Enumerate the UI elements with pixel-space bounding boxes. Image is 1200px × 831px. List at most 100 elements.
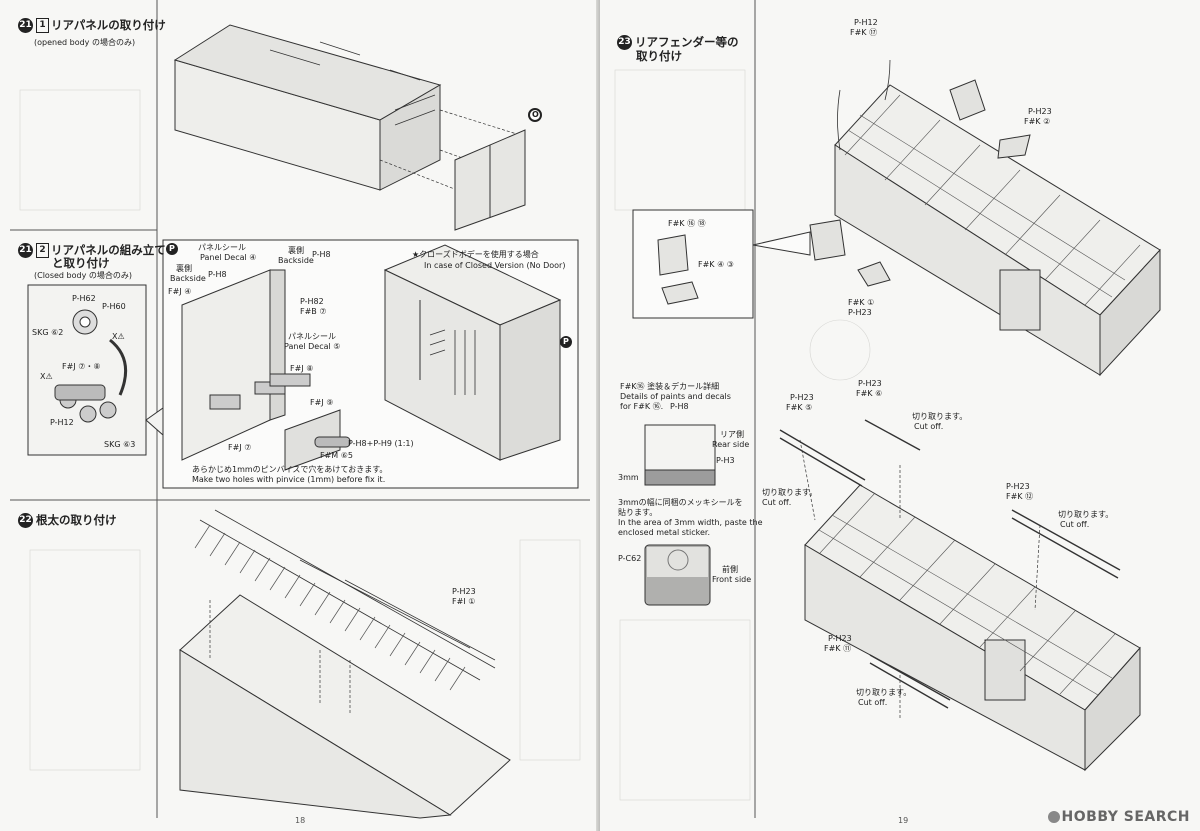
detail-title-jp: F#K⑯ 塗装＆デカール詳細	[620, 382, 720, 391]
rear-door-panel	[454, 129, 526, 231]
pinvice-note-en: Make two holes with pinvice (1mm) before…	[192, 475, 386, 484]
watermark: HOBBY SEARCH	[1046, 809, 1190, 825]
panel-decal-top-jp: パネルシール	[198, 243, 246, 252]
marker-o: O	[532, 110, 539, 119]
watermark-logo-icon	[1047, 811, 1060, 823]
part-p-h82: P-H82	[300, 297, 324, 306]
inset-skg-bottom: SKG ⑥3	[104, 440, 136, 449]
marker-p-left: P	[169, 244, 175, 253]
detail-front-en: Front side	[712, 575, 752, 584]
label-bottom-p-h23-c: P-H23	[1006, 482, 1030, 491]
step-21a-box: 1	[36, 18, 49, 33]
part-fb7: F#B ⑦	[300, 307, 327, 316]
closed-version-title-jp: ★クローズドボデーを使用する場合	[412, 250, 539, 259]
part-p-h8-a: P-H8	[312, 250, 331, 259]
container-closed-version	[383, 244, 562, 461]
right-page-number: 19	[898, 816, 909, 825]
label-bottom-p-h23-a: P-H23	[790, 393, 814, 402]
rear-panel-exploded	[181, 269, 351, 471]
label-bottom-p-h23-d: P-H23	[828, 634, 852, 643]
label-bottom-p-h23-b: P-H23	[858, 379, 882, 388]
top-deck-grid	[844, 94, 1141, 306]
ribs	[194, 524, 466, 691]
label-fk1: F#K ①	[848, 298, 875, 307]
step-23-title-line1: リアフェンダー等の	[635, 35, 739, 49]
inset-part-c: P-H12	[50, 418, 74, 427]
part-fj9: F#J ⑨	[310, 398, 334, 407]
label-fk17: F#K ⑰	[850, 28, 878, 37]
inset-fj: F#J ⑦・⑧	[62, 362, 101, 371]
detail-title-en2: for F#K ⑯.	[620, 402, 664, 411]
top-container-deck	[834, 84, 1161, 377]
step-23-title-line2: 取り付け	[636, 49, 682, 63]
detail-title-en1: Details of paints and decals	[620, 392, 731, 401]
step-22-part-a: P-H23	[452, 587, 476, 596]
cut1-en: Cut off.	[914, 422, 944, 431]
step-21a-note: (opened body の場合のみ)	[34, 38, 136, 47]
crossmember-lines	[199, 509, 496, 681]
label-p-h12: P-H12	[854, 18, 878, 27]
detail-3mm: 3mm	[618, 473, 639, 482]
detail-note-jp1: 3mmの幅に同梱のメッキシールを	[618, 498, 743, 507]
label-fk16-18: F#K ⑯ ⑱	[668, 219, 706, 228]
left-page-drawings	[10, 0, 590, 819]
detail-front-jp: 前側	[722, 565, 738, 574]
backside-left-jp: 裏側	[176, 264, 192, 273]
cut4-jp: 切り取ります。	[856, 688, 912, 697]
pinvice-note-jp: あらかじめ1mmのピンバイスで穴をあけておきます。	[192, 465, 388, 474]
cut3-jp: 切り取ります。	[1058, 510, 1114, 519]
cut3-en: Cut off.	[1060, 520, 1090, 529]
inset-skg-top: SKG ⑥2	[32, 328, 64, 337]
container-body-opened	[173, 24, 442, 191]
part-pin: P-H8+P-H9 (1:1)	[348, 439, 414, 448]
detail-p-c: P-C62	[618, 554, 642, 563]
marker-p-circle-right	[560, 336, 572, 348]
step-22-title: 根太の取り付け	[36, 513, 117, 527]
backside-top-jp: 裏側	[288, 246, 304, 255]
cut2-jp: 切り取ります。	[762, 488, 818, 497]
step-21a-title: リアパネルの取り付け	[51, 18, 166, 32]
part-fj4: F#J ④	[168, 287, 192, 296]
detail-note-en2: enclosed metal sticker.	[618, 528, 711, 537]
step-22-part-b: F#I ①	[452, 597, 476, 606]
inset-x-mark-2: X⚠	[40, 372, 53, 381]
inset-part-a: P-H62	[72, 294, 96, 303]
marker-p-right: P	[563, 337, 569, 346]
bottom-deck-grid	[818, 492, 1116, 696]
label-fk2: F#K ②	[1024, 117, 1051, 126]
cut2-en: Cut off.	[762, 498, 792, 507]
fender-parts	[809, 79, 1031, 287]
panel-decal-top-en: Panel Decal ④	[200, 253, 257, 262]
cut4-en: Cut off.	[858, 698, 888, 707]
label-fk11: F#K ⑪	[824, 644, 852, 653]
backside-top-en: Backside	[278, 256, 314, 265]
label-fk12: F#K ⑫	[1006, 492, 1034, 501]
right-page-drawings	[614, 0, 1161, 818]
detail-rear-jp: リア側	[720, 430, 744, 439]
backside-left-en: Backside	[170, 274, 206, 283]
chassis-frame	[179, 594, 511, 819]
fender-inset-box	[632, 209, 754, 319]
detail-note-en1: In the area of 3mm width, paste the	[618, 518, 763, 527]
step-23-number: 23	[617, 35, 632, 50]
part-fj8: F#J ⑧	[290, 364, 314, 373]
panel-decal-mid-en: Panel Decal ⑤	[284, 342, 341, 351]
bottom-container-deck	[804, 484, 1141, 772]
marker-p-circle-left	[166, 243, 178, 255]
label-fk6: F#K ⑥	[856, 389, 883, 398]
inset-x-mark-1: X⚠	[112, 332, 125, 341]
decal-detail-block	[644, 424, 716, 606]
step-21b-note: (Closed body の場合のみ)	[34, 271, 132, 280]
inset-part-b: P-H60	[102, 302, 126, 311]
label-fk5: F#K ⑤	[786, 403, 813, 412]
step-22-number: 22	[18, 513, 33, 528]
step-21a-number: 21	[18, 18, 33, 33]
panel-decal-mid-jp: パネルシール	[288, 332, 336, 341]
part-fj7: F#J ⑦	[228, 443, 252, 452]
